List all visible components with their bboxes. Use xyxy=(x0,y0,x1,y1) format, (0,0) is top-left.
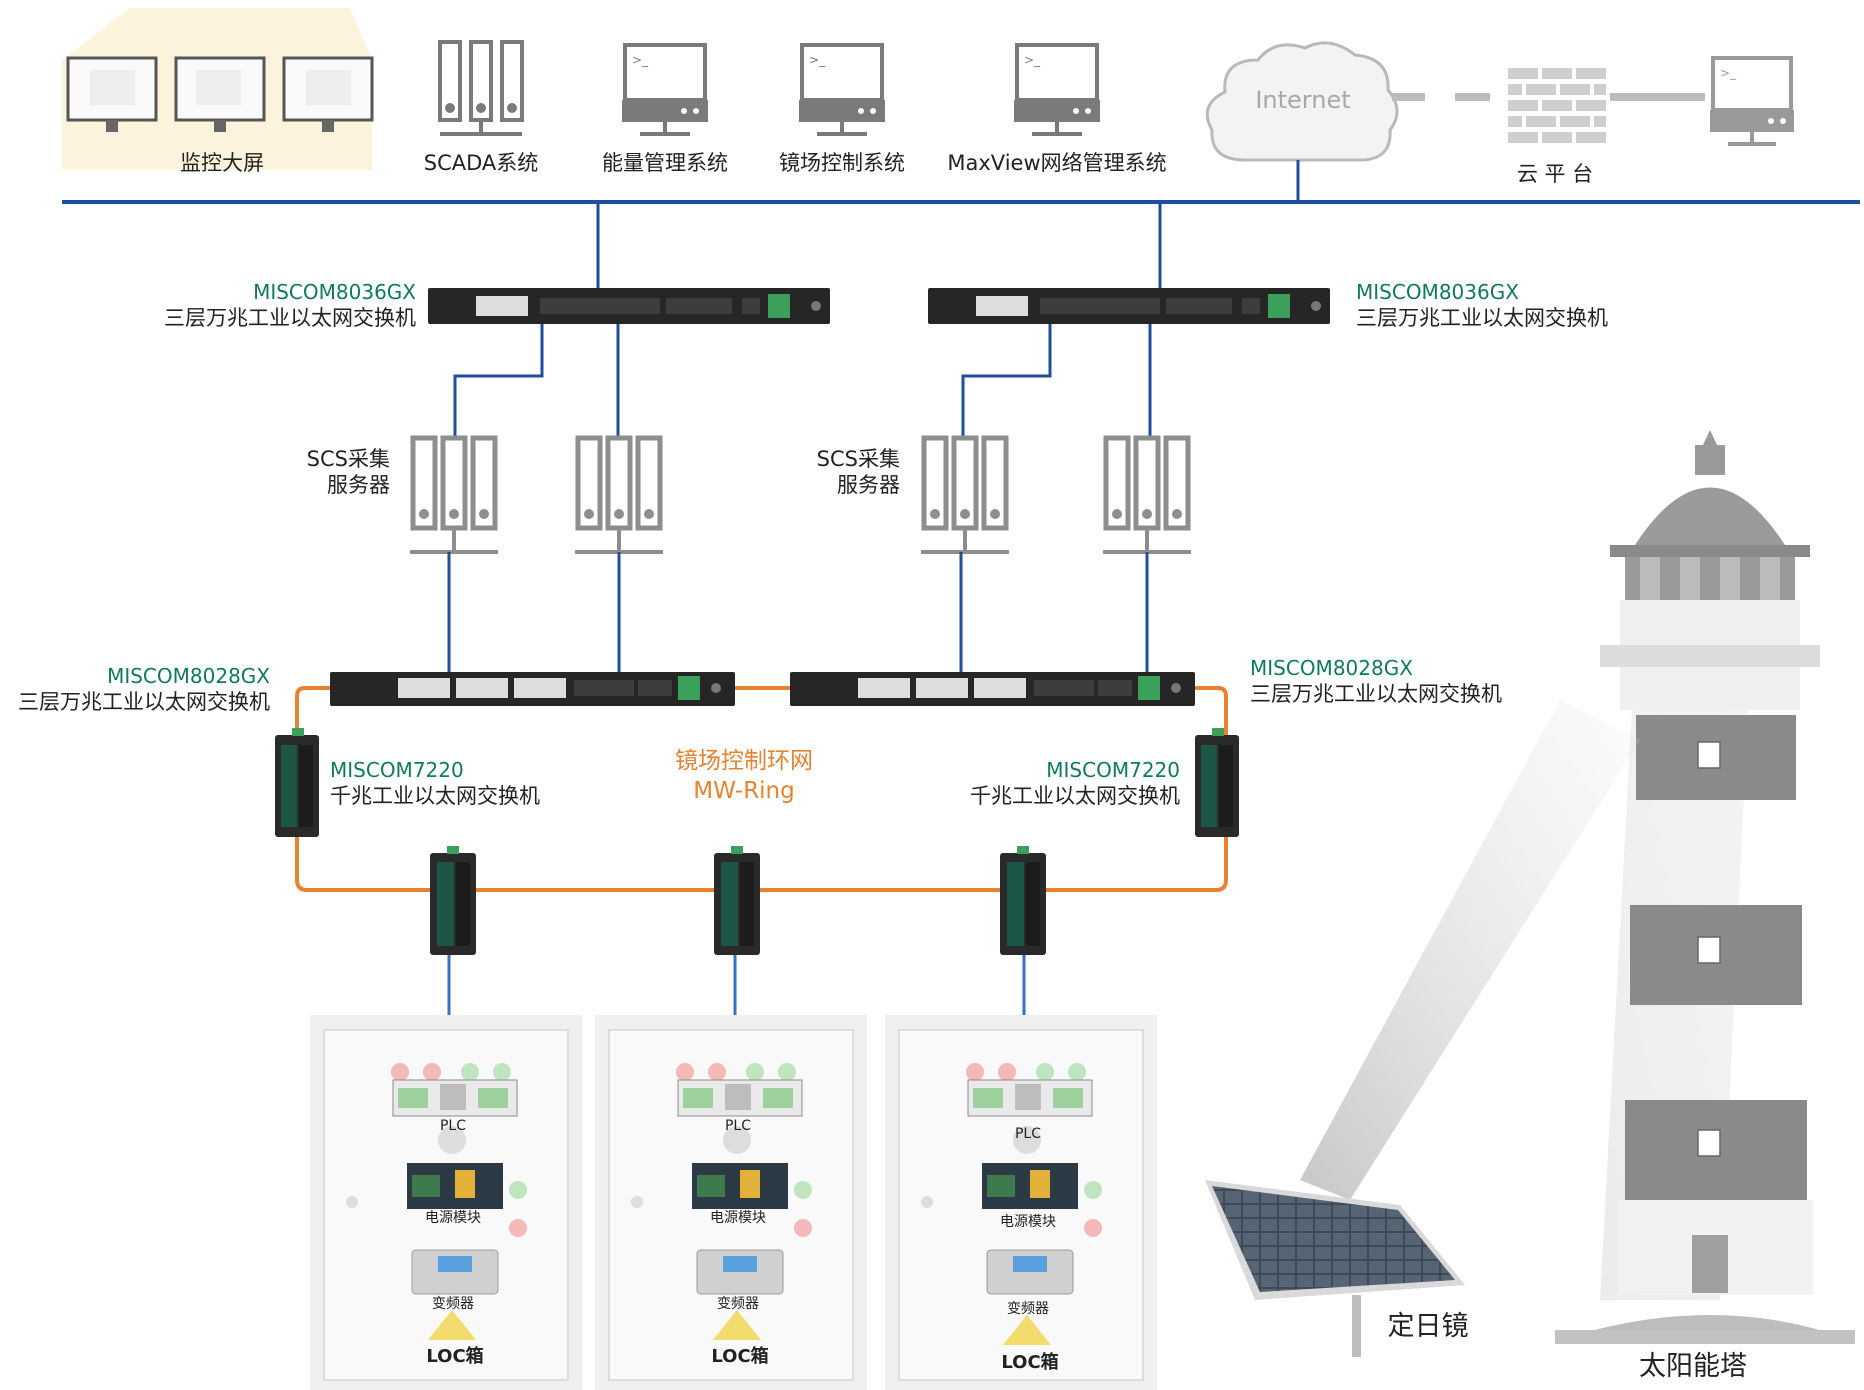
energy-label: 能量管理系统 xyxy=(602,151,728,175)
internet-label: Internet xyxy=(1255,86,1350,114)
agg-switch-left xyxy=(330,672,735,706)
ring-name-en: MW-Ring xyxy=(693,778,795,804)
scs-left-label-1: SCS采集 xyxy=(307,447,390,471)
mw-ring-link xyxy=(295,686,1228,892)
edge-left-model: MISCOM7220 xyxy=(330,758,464,782)
scs-server-2-icon xyxy=(575,435,663,554)
edge-left-desc: 千兆工业以太网交换机 xyxy=(330,784,540,808)
core-left-desc: 三层万兆工业以太网交换机 xyxy=(164,306,416,330)
loc-box-1 xyxy=(310,1015,582,1390)
core-left-model: MISCOM8036GX xyxy=(253,280,416,304)
edge-switch-ring-1 xyxy=(430,846,476,955)
heliostat-control-label: 镜场控制系统 xyxy=(779,151,905,175)
edge-switch-right xyxy=(1195,728,1239,837)
edge-right-model: MISCOM7220 xyxy=(1046,758,1180,782)
scs-right-label-1: SCS采集 xyxy=(817,447,900,471)
svg-text:>_: >_ xyxy=(1720,66,1737,80)
scs-server-4-icon xyxy=(1103,435,1191,554)
internet-cloud-icon xyxy=(1205,41,1399,162)
agg-switch-right xyxy=(790,672,1195,706)
scs-right-label-2: 服务器 xyxy=(837,473,900,497)
link-core-r-srv3 xyxy=(961,324,1052,440)
loc1-box: LOC箱 xyxy=(426,1345,483,1367)
loc1-power: 电源模块 xyxy=(425,1210,481,1226)
edge-right-desc: 千兆工业以太网交换机 xyxy=(970,784,1180,808)
core-switch-right xyxy=(928,288,1330,324)
core-right-model: MISCOM8036GX xyxy=(1356,280,1519,304)
firewall-icon xyxy=(1508,68,1606,143)
loc3-box: LOC箱 xyxy=(1001,1351,1058,1373)
scs-server-1-icon xyxy=(410,435,498,554)
loc3-power: 电源模块 xyxy=(1000,1214,1056,1230)
svg-text:>_: >_ xyxy=(632,53,649,67)
ring-name: 镜场控制环网 xyxy=(675,748,813,774)
agg-left-model: MISCOM8028GX xyxy=(107,664,270,688)
edge-switch-ring-2 xyxy=(714,846,760,955)
loc2-plc: PLC xyxy=(725,1118,751,1134)
scs-server-3-icon xyxy=(921,435,1009,554)
loc-box-2 xyxy=(595,1015,867,1390)
monitor-wall-label: 监控大屏 xyxy=(180,151,264,175)
loc2-box: LOC箱 xyxy=(711,1345,768,1367)
loc-box-3 xyxy=(885,1015,1157,1390)
solar-tower-icon xyxy=(1555,430,1855,1344)
core-right-desc: 三层万兆工业以太网交换机 xyxy=(1356,306,1608,330)
light-beam xyxy=(1300,700,1640,1200)
maxview-label: MaxView网络管理系统 xyxy=(947,151,1166,175)
agg-right-model: MISCOM8028GX xyxy=(1250,656,1413,680)
agg-right-desc: 三层万兆工业以太网交换机 xyxy=(1250,682,1502,706)
edge-switch-ring-3 xyxy=(1000,846,1046,955)
heliostat-control-workstation-icon: >_ xyxy=(799,43,885,136)
scs-left-label-2: 服务器 xyxy=(327,473,390,497)
loc1-plc: PLC xyxy=(440,1118,466,1134)
svg-text:>_: >_ xyxy=(809,53,826,67)
core-switch-left xyxy=(428,288,830,324)
agg-left-desc: 三层万兆工业以太网交换机 xyxy=(18,690,270,714)
loc3-inverter: 变频器 xyxy=(1007,1301,1049,1317)
heliostat-icon xyxy=(1205,1180,1465,1357)
scada-label: SCADA系统 xyxy=(424,151,539,175)
scada-server-icon xyxy=(438,40,524,136)
energy-workstation-icon: >_ xyxy=(622,43,708,136)
loc2-inverter: 变频器 xyxy=(717,1296,759,1312)
cloud-platform-label: 云 平 台 xyxy=(1517,162,1593,186)
edge-switch-left xyxy=(275,728,319,837)
link-core-l-srv1 xyxy=(453,324,544,440)
loc3-plc: PLC xyxy=(1015,1126,1041,1142)
solar-tower-label: 太阳能塔 xyxy=(1639,1351,1747,1382)
heliostat-label: 定日镜 xyxy=(1388,1311,1469,1342)
loc2-power: 电源模块 xyxy=(710,1210,766,1226)
svg-text:>_: >_ xyxy=(1024,53,1041,67)
loc1-inverter: 变频器 xyxy=(432,1296,474,1312)
maxview-workstation-icon: >_ xyxy=(1014,43,1100,136)
cloud-platform-workstation-icon: >_ xyxy=(1710,56,1794,146)
monitor-wall-icon xyxy=(62,8,374,170)
